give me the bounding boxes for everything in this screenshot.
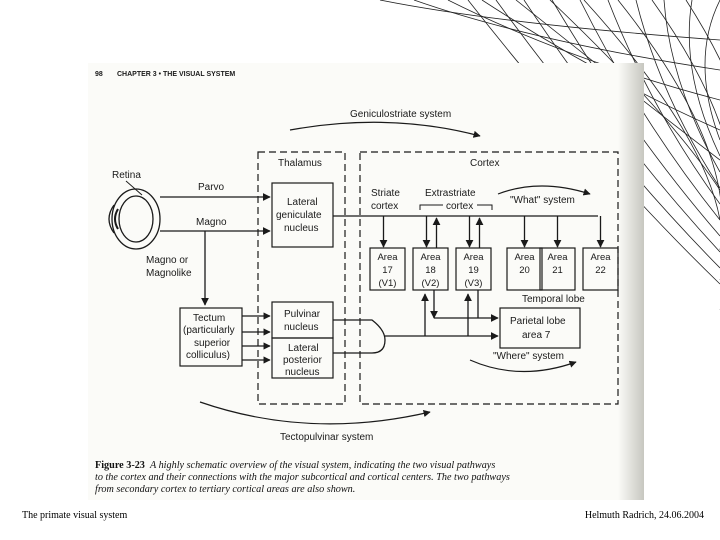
- striate-label-2: cortex: [371, 201, 398, 212]
- area-num-label: 19: [468, 265, 479, 276]
- area-box: [506, 247, 543, 291]
- tectum-label-4: colliculus): [186, 350, 230, 361]
- figure-caption-line-3: from secondary cortex to tertiary cortic…: [95, 484, 356, 495]
- extrastriate-bracket: [419, 204, 493, 210]
- area-num-label: 21: [552, 265, 563, 276]
- what-system-label: "What" system: [510, 195, 575, 206]
- area-box: [455, 247, 492, 291]
- geniculostriate-label: Geniculostriate system: [350, 109, 451, 120]
- figure-caption-line-2: to the cortex and their connections with…: [95, 472, 510, 483]
- cortex-region: [359, 151, 619, 405]
- magno-label: Magno: [196, 217, 227, 228]
- caption-text-1: A highly schematic overview of the visua…: [150, 460, 496, 471]
- magnolike-label: Magnolike: [146, 268, 192, 279]
- striate-label-1: Striate: [371, 188, 400, 199]
- parietal-label-1: Parietal lobe: [510, 316, 566, 327]
- page-edge-shadow: [618, 63, 644, 500]
- lateral-posterior-label-1: Lateral: [288, 343, 319, 354]
- decorative-curve: [549, 0, 720, 191]
- area-name-label: Area: [590, 252, 611, 263]
- decorative-curve: [704, 0, 720, 141]
- lgn-label-2: geniculate: [276, 210, 322, 221]
- decorative-curve: [379, 0, 720, 41]
- area-sub-label: (V2): [422, 278, 440, 289]
- area-box: [582, 247, 619, 291]
- footer-author-date: Helmuth Radrich, 24.06.2004: [584, 510, 704, 521]
- parietal-box: [499, 307, 581, 349]
- extrastriate-label-2: cortex: [446, 201, 473, 212]
- area-name-label: Area: [420, 252, 441, 263]
- lgn-label-1: Lateral: [287, 197, 318, 208]
- area-num-label: 17: [382, 265, 393, 276]
- eye-icon: [108, 188, 161, 250]
- where-arrow: [469, 359, 577, 373]
- lateral-posterior-label-2: posterior: [283, 355, 323, 366]
- pulvinar-label-2: nucleus: [284, 322, 318, 333]
- area-name-label: Area: [514, 252, 535, 263]
- area-box: [412, 247, 449, 291]
- thalamus-region: [257, 151, 346, 405]
- cortex-label: Cortex: [470, 158, 499, 169]
- page-number: 98: [95, 71, 103, 78]
- area-name-label: Area: [463, 252, 484, 263]
- chapter-header: CHAPTER 3 • THE VISUAL SYSTEM: [117, 71, 235, 78]
- retina-label: Retina: [112, 170, 141, 181]
- tectum-label-3: superior: [194, 338, 231, 349]
- pulvinar-label-1: Pulvinar: [284, 309, 321, 320]
- footer-title: The primate visual system: [22, 510, 128, 521]
- lateral-posterior-box: [271, 337, 334, 379]
- area-sub-label: (V3): [465, 278, 483, 289]
- decorative-curve: [583, 0, 720, 221]
- lateral-posterior-label-3: nucleus: [285, 367, 319, 378]
- tectopulvinar-label: Tectopulvinar system: [280, 432, 373, 443]
- decorative-curve: [651, 0, 720, 280]
- lgn-label-3: nucleus: [284, 223, 318, 234]
- parvo-label: Parvo: [198, 182, 225, 193]
- area-box: [539, 247, 576, 291]
- decorative-curve: [685, 0, 720, 310]
- area-num-label: 22: [595, 265, 606, 276]
- extrastriate-label-1: Extrastriate: [425, 188, 476, 199]
- magno-or-label: Magno or: [146, 255, 189, 266]
- area-name-label: Area: [377, 252, 398, 263]
- lgn-box: [271, 182, 334, 248]
- decorative-curve: [635, 0, 720, 189]
- figure-caption-line-1: Figure 3-23 A highly schematic overview …: [95, 460, 640, 472]
- tectum-label-2: (particularly: [183, 325, 235, 336]
- pulvinar-cortex-path: [333, 319, 386, 354]
- decorative-curve: [579, 0, 720, 221]
- area-sub-label: (V1): [379, 278, 397, 289]
- retina-pointer: [125, 180, 143, 196]
- scanned-page: [88, 63, 644, 500]
- parietal-label-2: area 7: [522, 330, 551, 341]
- decorative-curve: [688, 0, 720, 157]
- tectopulvinar-arc: [199, 401, 431, 425]
- tectum-label-1: Tectum: [193, 313, 225, 324]
- geniculostriate-arc: [289, 121, 481, 138]
- what-arrow: [497, 185, 591, 196]
- area-box: [369, 247, 406, 291]
- temporal-lobe-label: Temporal lobe: [522, 294, 585, 305]
- decorative-curve: [607, 0, 720, 205]
- area-num-label: 18: [425, 265, 436, 276]
- thalamus-label: Thalamus: [278, 158, 322, 169]
- decorative-curve: [617, 0, 720, 250]
- figure-number: Figure 3-23: [95, 460, 145, 471]
- area-name-label: Area: [547, 252, 568, 263]
- where-system-label: "Where" system: [493, 351, 564, 362]
- tectum-box: [179, 307, 243, 367]
- area-num-label: 20: [519, 265, 530, 276]
